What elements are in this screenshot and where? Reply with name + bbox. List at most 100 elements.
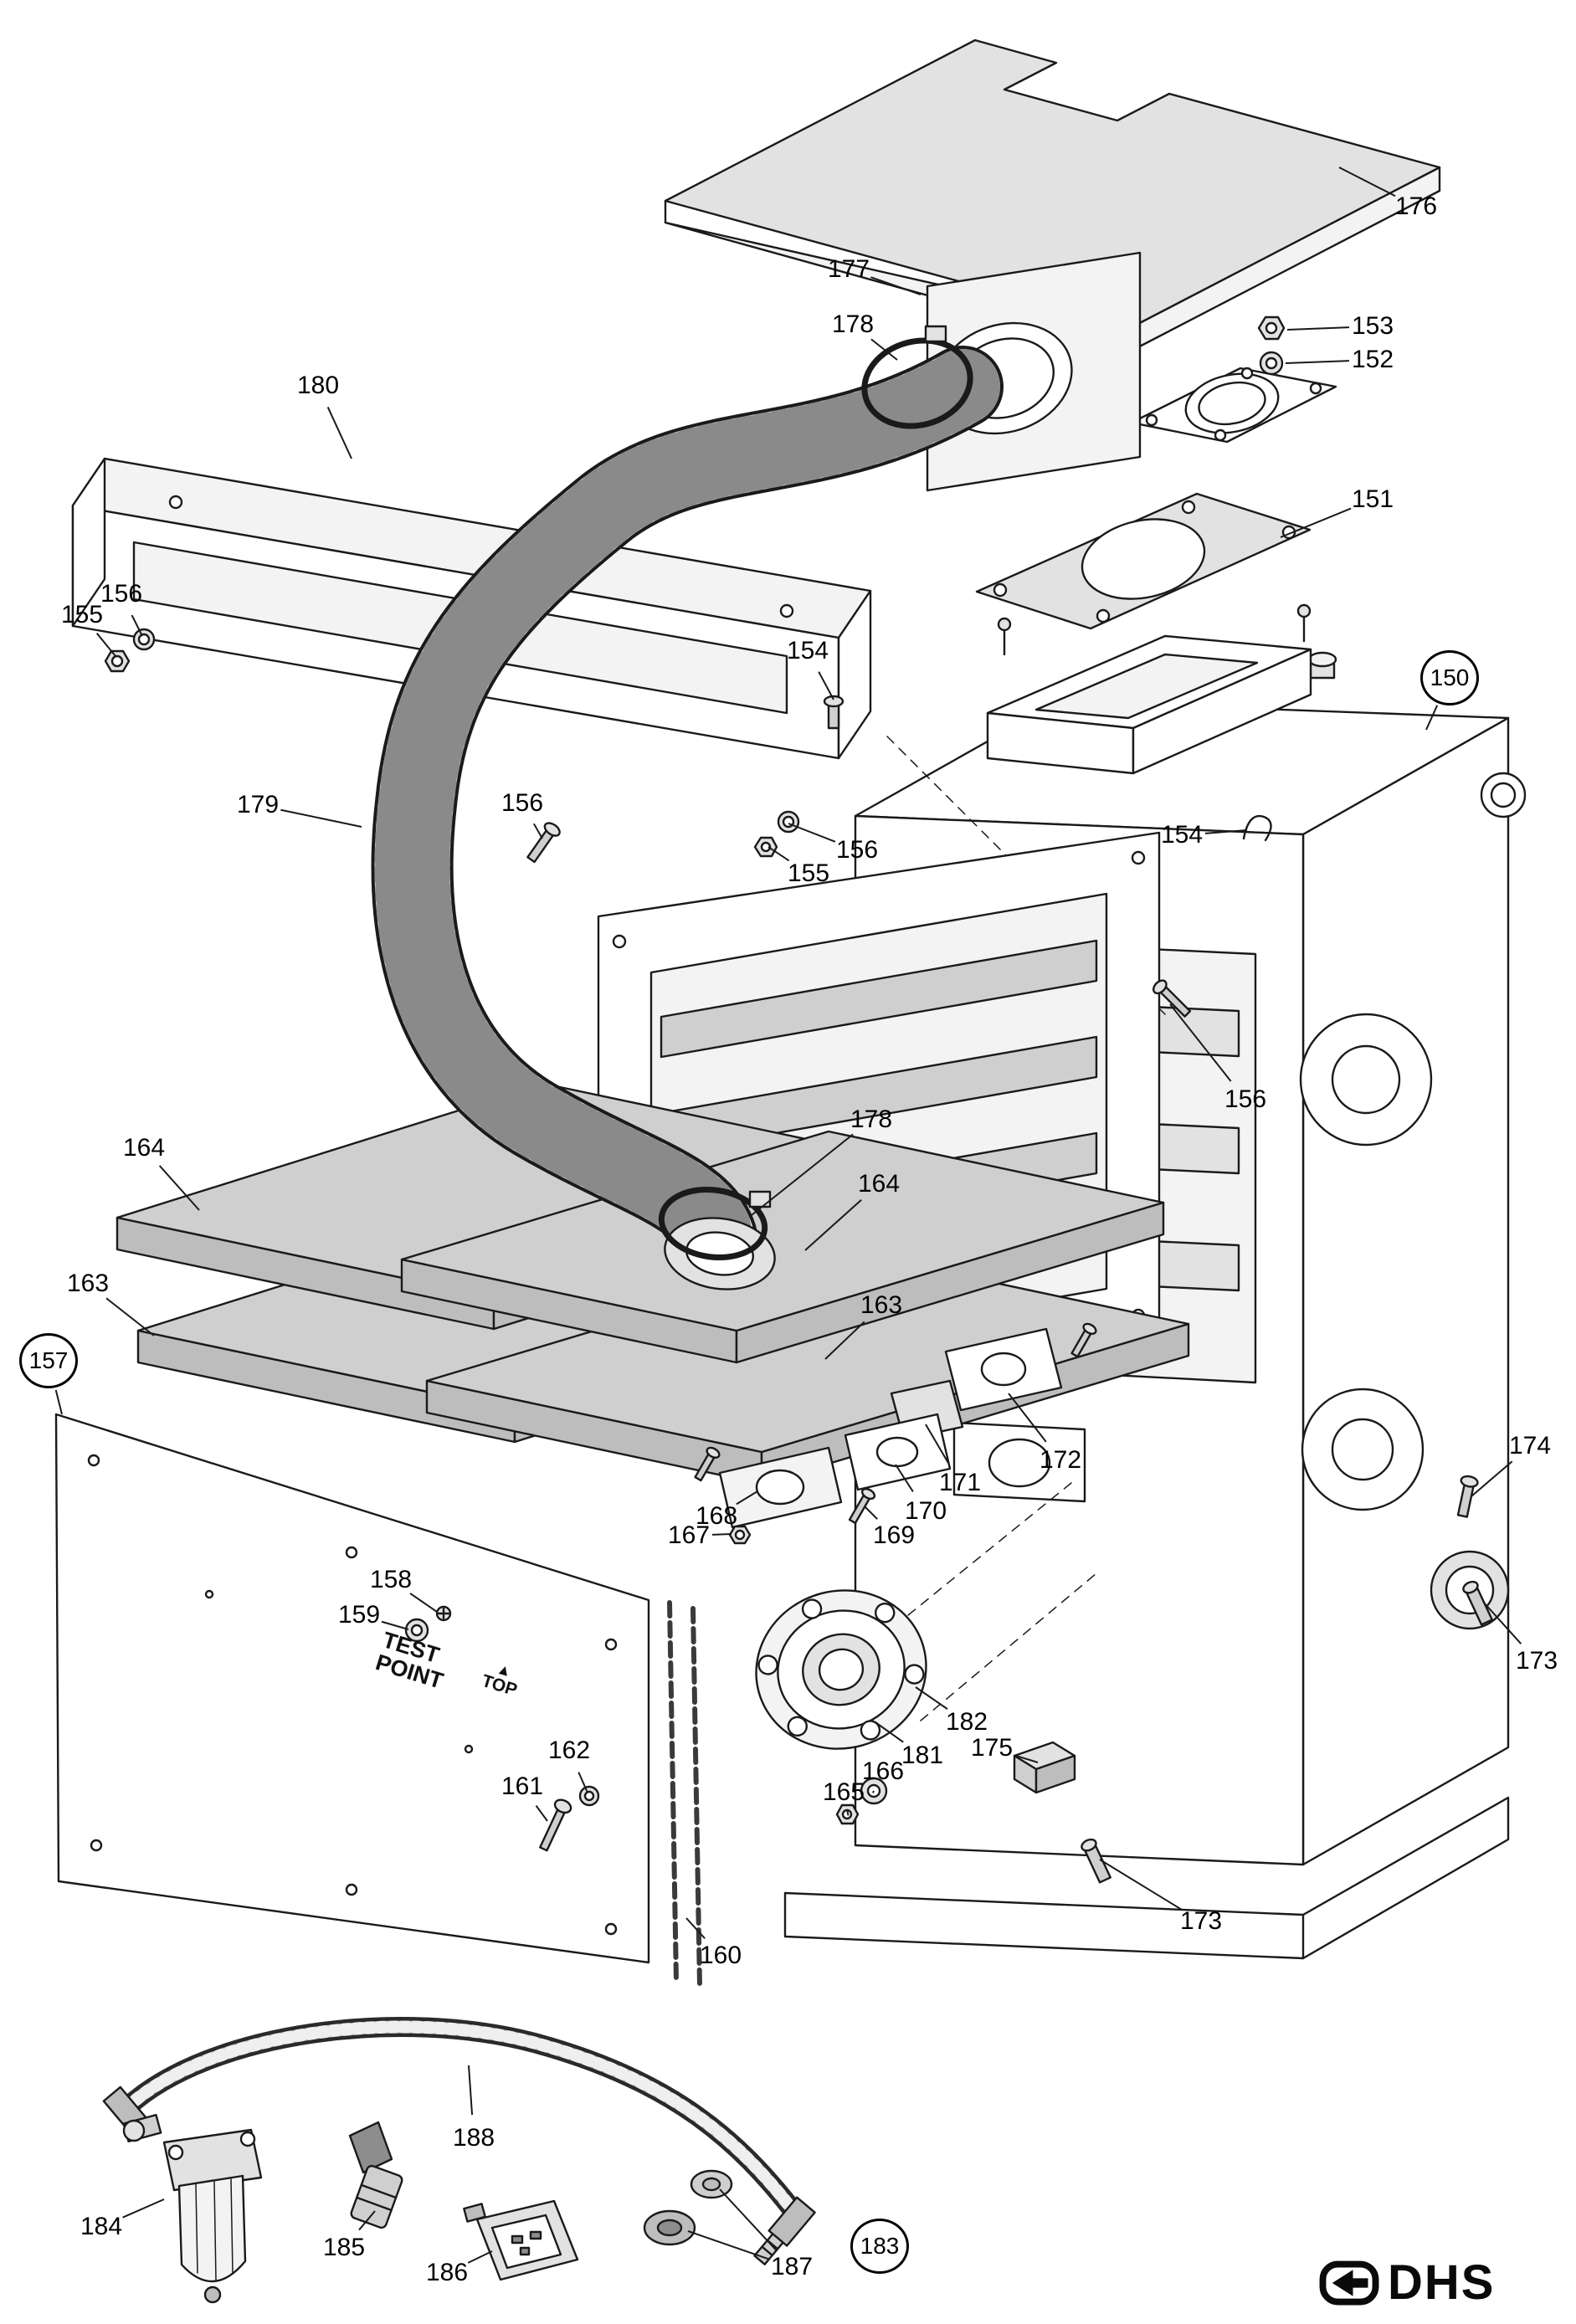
callout-154: 154 (786, 637, 829, 664)
callout-150: 150 (1420, 650, 1479, 705)
burner-gaskets-part (694, 1322, 1097, 1545)
leader-line (925, 1424, 949, 1464)
leader-line (872, 1790, 875, 1793)
callout-172: 172 (1039, 1446, 1082, 1474)
leader-line (1014, 1754, 1039, 1763)
leader-line (1285, 360, 1350, 364)
callout-182: 182 (945, 1708, 988, 1736)
leader-line (895, 1464, 914, 1492)
leader-line (767, 846, 790, 862)
leader-line (818, 671, 834, 700)
callout-177: 177 (827, 255, 870, 283)
leader-line (381, 1620, 409, 1630)
leader-line (467, 2250, 493, 2264)
callout-164: 164 (857, 1170, 901, 1198)
callout-168: 168 (695, 1502, 738, 1530)
flue-hose-part (371, 325, 1004, 1290)
blower-flange-part (755, 1589, 927, 1750)
flue-adapter-part (926, 251, 1142, 492)
leader-line (846, 1808, 850, 1816)
callout-155: 155 (787, 859, 830, 887)
leader-line (1169, 1003, 1232, 1082)
fuel-hose-part (102, 2017, 816, 2265)
callout-165: 165 (822, 1778, 865, 1806)
leader-line (736, 1490, 758, 1506)
flange-plate-part (1130, 316, 1337, 444)
callout-171: 171 (938, 1469, 982, 1496)
callout-181: 181 (901, 1742, 944, 1769)
callout-156: 156 (835, 836, 879, 864)
callout-161: 161 (501, 1772, 544, 1800)
leader-line (788, 823, 836, 843)
callout-187: 187 (770, 2253, 814, 2280)
leader-line (687, 2230, 770, 2260)
callout-153: 153 (1351, 312, 1394, 340)
callout-152: 152 (1351, 346, 1394, 373)
leader-line (358, 2210, 376, 2231)
leader-line (326, 407, 352, 459)
leader-line (1286, 326, 1350, 331)
callout-174: 174 (1508, 1432, 1552, 1460)
leader-line (804, 1198, 862, 1251)
leader-line (1204, 829, 1248, 834)
callout-173: 173 (1515, 1647, 1558, 1675)
callout-176: 176 (1394, 192, 1438, 220)
leader-line (1099, 1859, 1182, 1911)
callout-159: 159 (337, 1601, 381, 1629)
callout-175: 175 (970, 1734, 1014, 1762)
leader-line (131, 614, 143, 637)
dhs-logo: DHS (1319, 2255, 1495, 2311)
callout-184: 184 (80, 2213, 123, 2240)
leader-line (1425, 705, 1439, 731)
callout-151: 151 (1351, 485, 1394, 513)
callout-164: 164 (122, 1134, 166, 1162)
callout-178: 178 (850, 1106, 893, 1133)
leader-line (158, 1165, 200, 1211)
leader-line (870, 276, 921, 295)
grommets-part (643, 2169, 733, 2246)
callout-158: 158 (369, 1566, 413, 1593)
callout-163: 163 (66, 1270, 110, 1297)
callout-166: 166 (861, 1757, 905, 1785)
power-plug-part (463, 2199, 579, 2281)
flue-gasket-part (975, 492, 1312, 630)
leader-line (824, 1321, 865, 1360)
leader-line (864, 1506, 878, 1520)
fuel-filter-part (122, 2113, 263, 2304)
leader-line (578, 1772, 588, 1793)
callout-180: 180 (296, 372, 340, 399)
leader-line (95, 633, 116, 657)
leader-line (1471, 1460, 1513, 1497)
leader-line (1280, 507, 1352, 538)
leader-line (122, 2198, 165, 2219)
leader-line (409, 1593, 438, 1613)
flue-collar-part (986, 603, 1312, 775)
callout-162: 162 (547, 1737, 591, 1764)
fasteners-top (104, 628, 1272, 1018)
leader-line (468, 2065, 474, 2116)
callout-163: 163 (860, 1291, 903, 1319)
fuel-valve-part (348, 2121, 403, 2229)
leader-line (711, 1533, 732, 1536)
callout-178: 178 (831, 310, 875, 338)
callout-186: 186 (425, 2259, 469, 2286)
callout-173: 173 (1179, 1907, 1223, 1935)
callout-154: 154 (1160, 821, 1204, 849)
dhs-arrow-icon (1319, 2260, 1379, 2305)
misc-fasteners-part (539, 1475, 1493, 1884)
callout-156: 156 (100, 580, 143, 608)
leader-line (533, 823, 543, 839)
callout-185: 185 (322, 2234, 366, 2261)
leader-line (1338, 167, 1396, 198)
callout-155: 155 (60, 601, 104, 628)
leader-line (535, 1805, 548, 1822)
callout-160: 160 (699, 1942, 742, 1969)
callout-157: 157 (19, 1333, 78, 1388)
callout-167: 167 (667, 1521, 711, 1549)
leader-line (915, 1686, 948, 1710)
leader-line (280, 808, 362, 828)
callout-170: 170 (904, 1497, 947, 1525)
